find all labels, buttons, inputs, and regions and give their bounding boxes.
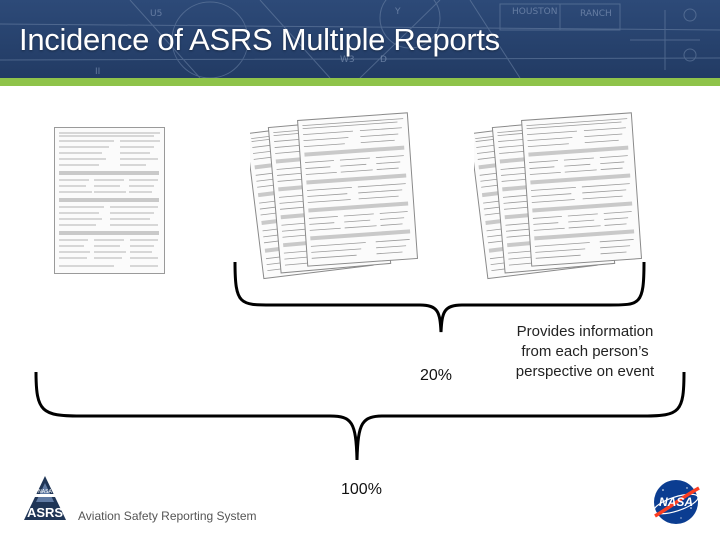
svg-text:ASRS: ASRS [27,505,63,520]
footer-org-name: Aviation Safety Reporting System [78,509,257,523]
svg-text:NASA: NASA [38,489,52,495]
single-report-form [54,127,166,275]
header-accent-rule [0,78,720,86]
report-form-stack-right [474,104,664,284]
nasa-logo: NASA [651,478,701,526]
svg-text:HOUSTON: HOUSTON [512,7,557,17]
slide-header: U5 W3 Y HOUSTON RANCH II D Incidence of … [0,0,720,78]
percent-label-20: 20% [420,367,452,385]
svg-text:RANCH: RANCH [580,9,612,19]
svg-text:II: II [95,67,100,77]
svg-text:Y: Y [394,7,401,17]
page-title: Incidence of ASRS Multiple Reports [19,22,500,58]
percent-label-100: 100% [341,481,382,499]
svg-text:NASA: NASA [659,495,693,509]
svg-text:U5: U5 [150,9,162,19]
report-form-stack-middle [250,104,440,284]
asrs-logo: NASA ASRS [22,474,68,522]
perspective-note: Provides information from each person’s … [500,322,670,382]
